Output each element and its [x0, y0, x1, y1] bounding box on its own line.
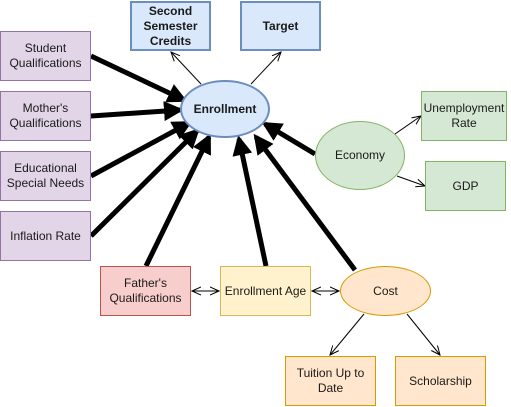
node-gdp: GDP: [425, 161, 506, 211]
node-economy: Economy: [315, 121, 405, 190]
node-unemployment-rate: Unemployment Rate: [421, 91, 507, 141]
edge-inflation-to-enrollment: [89, 128, 200, 238]
node-cost: Cost: [340, 266, 431, 316]
node-scholarship: Scholarship: [395, 356, 486, 406]
edge-enrollment-to-target: [250, 52, 281, 85]
edge-mother-qual-to-enrollment: [90, 101, 184, 122]
edge-student-qual-to-enrollment: [89, 53, 188, 103]
node-tuition-up-to-date: Tuition Up to Date: [285, 356, 376, 406]
edge-special-needs-to-enrollment: [89, 120, 193, 179]
node-enrollment-age: Enrollment Age: [220, 266, 311, 316]
edge-cost-to-tuition: [330, 313, 365, 355]
node-inflation-rate: Inflation Rate: [0, 211, 91, 261]
edge-economy-to-gdp: [396, 175, 425, 186]
edge-enrollment-age-to-enrollment: [232, 135, 269, 267]
edge-cost-to-scholarship: [406, 313, 440, 355]
node-student-qualifications: Student Qualifications: [0, 31, 91, 81]
edge-father-qual-to-enrollment: [143, 133, 212, 268]
edge-enrollment-to-second-semester: [171, 52, 202, 85]
edge-cost-to-enrollment: [253, 133, 358, 272]
edge-economy-to-unemployment: [394, 116, 421, 135]
node-enrollment: Enrollment: [180, 80, 270, 138]
node-educational-special-needs: Educational Special Needs: [0, 151, 91, 201]
edge-economy-to-enrollment: [261, 121, 317, 157]
node-mothers-qualifications: Mother's Qualifications: [0, 91, 91, 141]
node-fathers-qualifications: Father's Qualifications: [100, 266, 191, 316]
node-second-semester-credits: Second Semester Credits: [130, 1, 211, 51]
node-target: Target: [240, 1, 321, 51]
